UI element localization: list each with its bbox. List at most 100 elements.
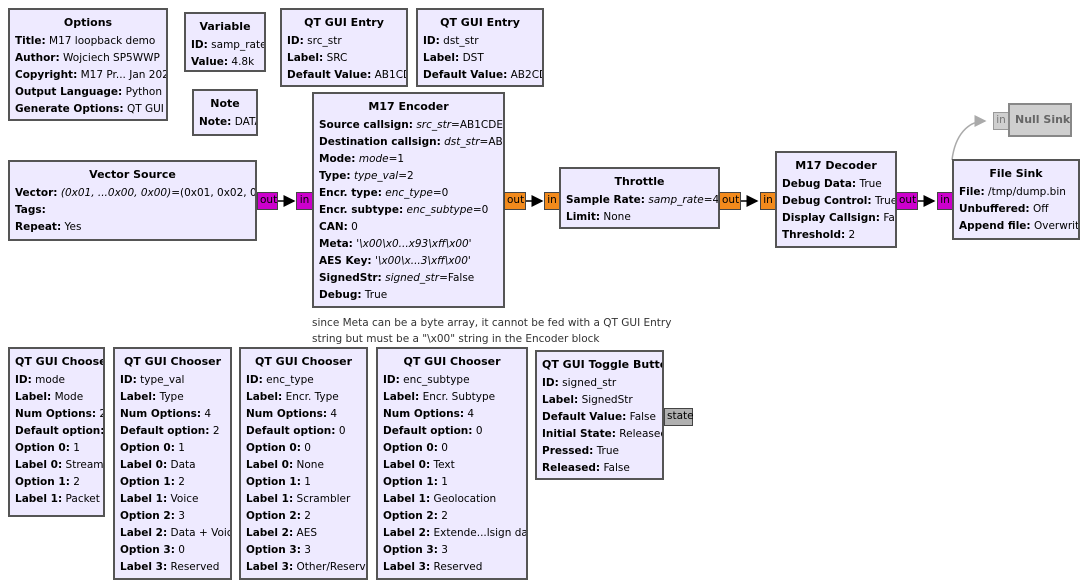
param-expression: samp_rate xyxy=(648,194,704,206)
param-value: 0 xyxy=(338,425,346,437)
block-title: Vector Source xyxy=(89,168,176,181)
throttle-block[interactable]: Throttle Sample Rate: samp_rate=4.8kLimi… xyxy=(559,167,720,229)
param-key: Default Value: xyxy=(287,69,372,81)
param-key: Num Options: xyxy=(15,408,97,420)
param-key: Label 2: xyxy=(246,527,294,539)
decoder-out-port[interactable]: out xyxy=(896,192,918,210)
param-key: ID: xyxy=(120,374,137,386)
param-value: QT GUI xyxy=(126,103,164,115)
param-row: Option 0: 1 xyxy=(120,440,225,457)
param-value: samp_rate xyxy=(211,39,266,51)
param-row: Default Value: False xyxy=(542,409,657,426)
null-sink-in-port[interactable]: in xyxy=(993,112,1009,130)
note-block[interactable]: Note Note: DATA xyxy=(192,89,258,136)
param-key: Option 3: xyxy=(120,544,175,556)
param-value: src_str xyxy=(307,35,342,47)
param-key: Label 0: xyxy=(15,459,63,471)
throttle-out-port[interactable]: out xyxy=(719,192,741,210)
param-key: Label: xyxy=(542,394,579,406)
param-key: Debug: xyxy=(319,289,362,301)
param-key: Label: xyxy=(246,391,283,403)
param-key: Released: xyxy=(542,462,601,474)
param-value: 3 xyxy=(304,544,311,556)
toggle-state-port[interactable]: state xyxy=(664,408,694,426)
param-value: None xyxy=(603,211,631,223)
param-row: Option 3: 0 xyxy=(120,542,225,559)
param-value: Mode xyxy=(54,391,84,403)
param-key: CAN: xyxy=(319,221,348,233)
param-value: Voice xyxy=(170,493,199,505)
param-key: Note: xyxy=(199,116,232,128)
param-key: Label 3: xyxy=(120,561,168,573)
param-row: Limit: None xyxy=(566,209,713,226)
connection-decoder-nullsink[interactable] xyxy=(951,115,987,161)
null-sink-block[interactable]: Null Sink xyxy=(1008,103,1072,137)
param-key: Label 1: xyxy=(120,493,168,505)
vector-source-block[interactable]: Vector Source Vector: (0x01, ...0x00, 0x… xyxy=(8,160,257,241)
param-key: Option 0: xyxy=(246,442,301,454)
encoder-out-port[interactable]: out xyxy=(504,192,526,210)
throttle-in-port[interactable]: in xyxy=(544,192,560,210)
param-row: ID: enc_type xyxy=(246,372,361,389)
param-value: True xyxy=(364,289,388,301)
param-row: Option 2: 3 xyxy=(120,508,225,525)
m17-encoder-block[interactable]: M17 Encoder Source callsign: src_str=AB1… xyxy=(312,92,505,308)
param-key: Source callsign: xyxy=(319,119,413,131)
param-value: 2 xyxy=(178,476,185,488)
param-row: Option 3: 3 xyxy=(246,542,361,559)
param-row: Type: type_val=2 xyxy=(319,168,498,185)
param-value: Text xyxy=(433,459,455,471)
param-row: Label 1: Geolocation xyxy=(383,491,521,508)
param-key: Option 1: xyxy=(246,476,301,488)
vector-source-out-port[interactable]: out xyxy=(257,192,278,210)
param-row: ID: signed_str xyxy=(542,375,657,392)
param-value: Reserved xyxy=(433,561,483,573)
param-value: enc_type xyxy=(266,374,314,386)
param-row: Initial State: Released xyxy=(542,426,662,443)
param-row: Label 3: Reserved xyxy=(383,559,521,576)
param-row: ID: dst_str xyxy=(423,33,537,50)
param-row: AES Key: '\x00\x...3\xff\x00' xyxy=(319,253,498,270)
param-key: ID: xyxy=(15,374,32,386)
param-value: SignedStr xyxy=(581,394,633,406)
param-key: Label: xyxy=(287,52,324,64)
block-title: QT GUI Chooser xyxy=(403,355,501,368)
param-row: Option 0: 1 xyxy=(15,440,98,457)
param-key: Label 3: xyxy=(246,561,294,573)
param-row: Label 0: Text xyxy=(383,457,521,474)
block-title: QT GUI Chooser xyxy=(123,355,222,368)
param-row: Source callsign: src_str=AB1CDE xyxy=(319,117,503,134)
param-row: Num Options: 4 xyxy=(246,406,361,423)
block-title: Options xyxy=(63,16,113,29)
param-row: Value: 4.8k xyxy=(191,54,259,70)
param-key: Author: xyxy=(15,52,60,64)
param-value: signed_str xyxy=(562,377,617,389)
encoder-in-port[interactable]: in xyxy=(296,192,313,210)
param-value: 2 xyxy=(99,408,103,420)
param-value: Data + Voice xyxy=(170,527,232,539)
param-value: =(0x01, 0x02, 0x03,... xyxy=(171,187,257,199)
block-title: File Sink xyxy=(989,167,1043,180)
file-sink-in-port[interactable]: in xyxy=(937,192,953,210)
param-expression: src_str xyxy=(416,119,452,131)
param-value: True xyxy=(874,195,897,207)
param-value: 3 xyxy=(441,544,448,556)
param-key: Num Options: xyxy=(383,408,465,420)
decoder-in-port[interactable]: in xyxy=(760,192,776,210)
param-row: Option 0: 0 xyxy=(246,440,361,457)
param-key: Default option: xyxy=(15,425,105,437)
param-value: Data xyxy=(170,459,196,471)
param-key: Label: xyxy=(423,52,460,64)
